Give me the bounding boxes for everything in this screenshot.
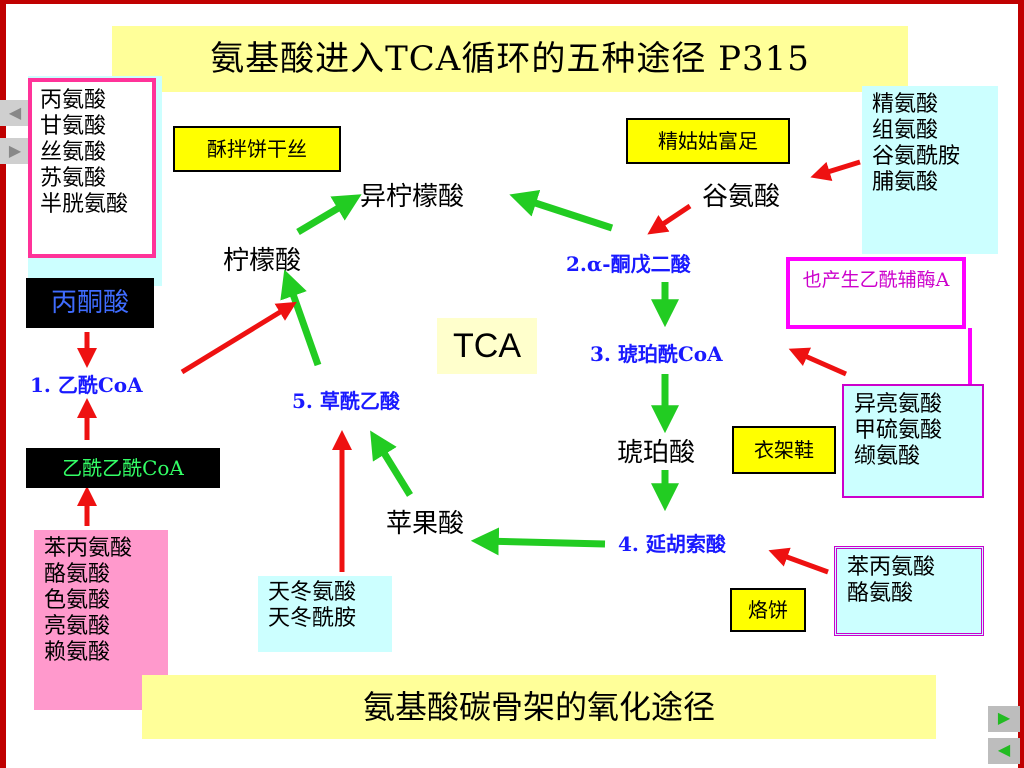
- bottom-left-amino-acid-list: 苯丙氨酸 酪氨酸 色氨酸 亮氨酸 赖氨酸: [34, 530, 168, 710]
- triangle-right-icon: ▶: [8, 141, 22, 160]
- arrow-citrate-isocitrate: [296, 194, 362, 236]
- list-item: 甘氨酸: [40, 114, 107, 139]
- citrate-label: 柠檬酸: [223, 246, 302, 276]
- list-item: 酪氨酸: [44, 562, 111, 587]
- slide-title: 氨基酸进入TCA循环的五种途径 P315: [112, 26, 908, 92]
- list-item: 半胱氨酸: [40, 192, 129, 217]
- mid-right-amino-acid-list: 异亮氨酸 甲硫氨酸 缬氨酸: [842, 384, 984, 498]
- arrow-malate-oxaloacetate: [370, 430, 413, 497]
- triangle-left-icon: ◀: [8, 103, 22, 122]
- alpha-ketoglutarate-label: 2.α-酮戊二酸: [566, 252, 691, 276]
- succinyl-coa-label: 3. 琥珀酰CoA: [590, 342, 723, 366]
- next-slide-button[interactable]: ▶: [988, 706, 1020, 732]
- list-item: 异亮氨酸: [854, 392, 943, 417]
- list-item: 赖氨酸: [44, 640, 111, 665]
- malate-label: 苹果酸: [386, 509, 465, 539]
- list-item: 缬氨酸: [854, 444, 921, 469]
- arrow-glu-akg: [647, 203, 692, 235]
- list-item: 精氨酸: [872, 92, 939, 117]
- arrow-acetylcoa-citrate: [180, 301, 297, 375]
- top-right-amino-acid-list: 精氨酸 组氨酸 谷氨酰胺 脯氨酸: [862, 86, 998, 254]
- isocitrate-label: 异柠檬酸: [360, 182, 465, 212]
- list-item: 亮氨酸: [44, 614, 111, 639]
- oxaloacetate-label: 5. 草酰乙酸: [292, 389, 400, 413]
- triangle-left-icon: ◀: [997, 740, 1011, 759]
- arrow-mrg-succinylcoa: [788, 347, 848, 377]
- asp-amino-acid-list: 天冬氨酸 天冬酰胺: [258, 576, 392, 652]
- list-item: 组氨酸: [872, 118, 939, 143]
- acetyl-coa-label: 1. 乙酰CoA: [30, 373, 143, 397]
- tca-label: TCA: [437, 318, 537, 374]
- list-item: 苏氨酸: [40, 166, 107, 191]
- prev-slide-button-right[interactable]: ◀: [988, 738, 1020, 764]
- list-item: 天冬氨酸: [268, 580, 357, 605]
- list-item: 丝氨酸: [40, 140, 107, 165]
- list-item: 谷氨酰胺: [872, 144, 961, 169]
- arrow-oxaloacetate-citrate: [280, 269, 322, 367]
- arrow-trg-glu: [810, 159, 861, 182]
- next-slide-button-left[interactable]: ▶: [0, 138, 30, 164]
- acetyl-coa-note: 也产生乙酰辅酶A: [786, 257, 966, 329]
- list-item: 丙氨酸: [40, 88, 107, 113]
- arrow-akg-isocitrate: [509, 189, 614, 232]
- list-item: 甲硫氨酸: [854, 418, 943, 443]
- mnemonic-succinate: 衣架鞋: [732, 426, 836, 474]
- list-item: 苯丙氨酸: [847, 555, 936, 580]
- left-amino-acid-list: 丙氨酸 甘氨酸 丝氨酸 苏氨酸 半胱氨酸: [28, 78, 156, 258]
- footer-banner: 氨基酸碳骨架的氧化途径: [142, 675, 936, 739]
- arrow-fumarate-malate: [470, 527, 606, 556]
- mnemonic-fumarate: 烙饼: [730, 588, 806, 632]
- acetoacetyl-coa-box: 乙酰乙酰CoA: [26, 448, 220, 488]
- list-item: 苯丙氨酸: [44, 536, 133, 561]
- list-item: 天冬酰胺: [268, 606, 357, 631]
- list-item: 脯氨酸: [872, 170, 939, 195]
- mnemonic-glutamate: 精姑姑富足: [626, 118, 790, 164]
- arrow-brg-fumarate: [768, 547, 829, 575]
- prev-slide-button[interactable]: ◀: [0, 100, 30, 126]
- fumarate-label: 4. 延胡索酸: [618, 532, 726, 556]
- triangle-right-icon: ▶: [997, 708, 1011, 727]
- bottom-right-amino-acid-list: 苯丙氨酸 酪氨酸: [834, 546, 984, 636]
- glutamate-label: 谷氨酸: [702, 182, 781, 212]
- succinate-label: 琥珀酸: [617, 438, 696, 468]
- list-item: 酪氨酸: [847, 581, 914, 606]
- pyruvate-box: 丙酮酸: [26, 278, 154, 328]
- mnemonic-left: 酥拌饼干丝: [173, 126, 341, 172]
- list-item: 色氨酸: [44, 588, 111, 613]
